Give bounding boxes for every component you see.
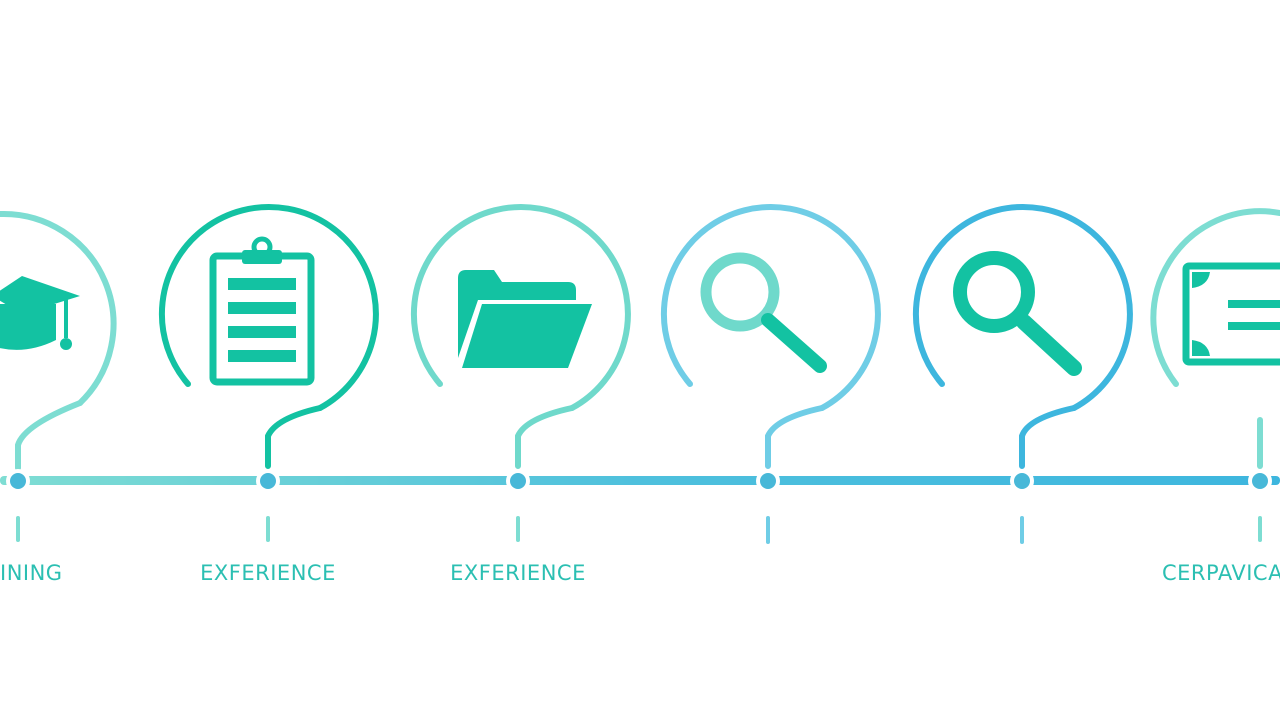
step-3-stem: [515, 405, 575, 469]
timeline-line: [0, 476, 1280, 485]
step-3-ring: [410, 204, 631, 411]
step-5-ring: [912, 204, 1133, 411]
graduation-cap-icon: [0, 276, 80, 350]
step-1-node-dot: [10, 473, 26, 489]
step-5-stem: [1019, 405, 1077, 469]
step-2-node-dot: [260, 473, 276, 489]
timeline-step-4: [660, 204, 881, 544]
step-1-stem: [15, 400, 83, 471]
magnifier-icon: [700, 252, 827, 373]
timeline-step-2: EXFERIENCE: [158, 204, 379, 585]
timeline-step-3: EXFERIENCE: [410, 204, 631, 585]
timeline-step-5: [912, 204, 1133, 544]
step-4-node-dot: [760, 473, 776, 489]
step-6-label: CERPAVICA: [1162, 561, 1280, 585]
step-3-node-dot: [510, 473, 526, 489]
timeline-step-1: INING: [0, 210, 117, 585]
step-4-ring: [660, 204, 881, 411]
magnifier-icon: [953, 251, 1082, 376]
step-4-stem: [765, 405, 825, 469]
step-6-ring: [1150, 208, 1280, 387]
step-2-stem: [265, 405, 323, 469]
folder-icon: [458, 270, 592, 368]
step-2-label: EXFERIENCE: [200, 561, 336, 585]
clipboard-icon: [209, 236, 315, 386]
step-2-ring: [158, 204, 379, 411]
step-3-label: EXFERIENCE: [450, 561, 586, 585]
step-6-node-dot: [1252, 473, 1268, 489]
timeline-step-6: CERPAVICA: [1150, 208, 1280, 585]
step-5-node-dot: [1014, 473, 1030, 489]
step-1-label: INING: [0, 561, 63, 585]
step-1-ring: [0, 210, 117, 406]
certificate-icon: [1182, 262, 1280, 366]
